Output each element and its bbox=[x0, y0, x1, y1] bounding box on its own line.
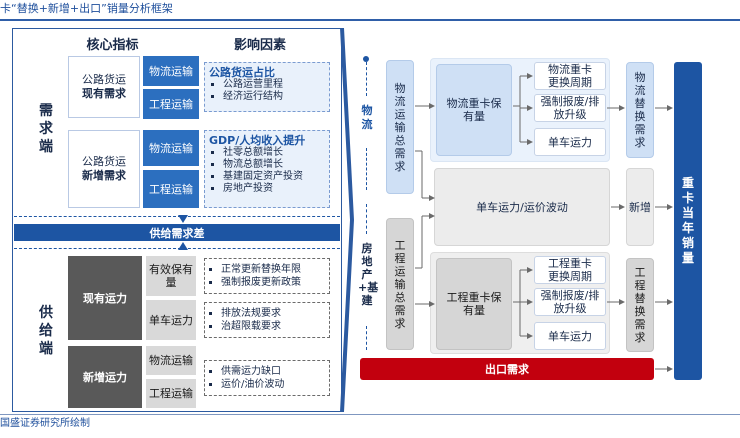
capacity-factor-item: 治超限载要求 bbox=[221, 320, 327, 333]
title-rule bbox=[0, 19, 740, 21]
side-line-bottom-a bbox=[366, 204, 368, 234]
side-dot bbox=[363, 56, 369, 62]
header-factor: 影响因素 bbox=[233, 38, 286, 53]
side-label-logistics: 物流 bbox=[361, 104, 373, 131]
supply-demand-gap-bar: 供给需求差 bbox=[14, 224, 340, 241]
factor-bottom-item: 社零总额增长 bbox=[223, 147, 325, 159]
fleet-factor-item: 强制报废更新政策 bbox=[221, 276, 327, 289]
logistics-total-demand-box: 物流运输总需求 bbox=[386, 60, 414, 194]
figure-title: 卡“替换+新增+出口”销量分析框架 bbox=[0, 2, 173, 15]
factor-top-item: 公路运营里程 bbox=[223, 79, 325, 91]
export-demand-bar: 出口需求 bbox=[360, 358, 654, 380]
factor-bottom-item: 房地产投资 bbox=[223, 183, 325, 195]
logistics-scrap-emission: 强制报废/排放升级 bbox=[534, 94, 606, 122]
engineering-total-demand-box: 工程运输总需求 bbox=[386, 218, 414, 350]
existing-demand-line1: 公路货运 bbox=[82, 73, 126, 86]
bottom-rule bbox=[0, 414, 740, 415]
new-demand-result: 新增 bbox=[626, 168, 654, 246]
new-logistics-capacity-cell: 物流运输 bbox=[146, 346, 196, 375]
left-panel bbox=[12, 28, 342, 412]
annual-sales-box: 重卡当年销量 bbox=[674, 62, 702, 380]
engineering-per-truck: 单车运力 bbox=[534, 322, 606, 350]
panel-arrow-icon bbox=[340, 28, 354, 412]
gap-divider-top bbox=[14, 216, 340, 217]
per-truck-capacity-cell: 单车运力 bbox=[146, 300, 196, 340]
new-capacity-factor-item: 运价/油价波动 bbox=[221, 378, 327, 391]
factor-top-heading: 公路货运占比 bbox=[209, 66, 275, 79]
new-engineering-cell: 工程运输 bbox=[143, 170, 199, 208]
new-capacity-factor-item: 供需运力缺口 bbox=[221, 365, 327, 378]
new-capacity-factor-box: 供需运力缺口 运价/油价波动 bbox=[204, 360, 330, 396]
existing-engineering-cell: 工程运输 bbox=[143, 89, 199, 119]
new-demand-line2: 新增需求 bbox=[82, 169, 126, 182]
supply-side-label: 供给端 bbox=[39, 305, 53, 357]
source-note: 国盛证券研究所绘制 bbox=[0, 418, 90, 429]
fleet-factor-box: 正常更新替换年限 强制报废更新政策 bbox=[204, 258, 330, 294]
existing-demand-line2: 现有需求 bbox=[82, 87, 126, 100]
gap-divider-bottom bbox=[14, 248, 340, 249]
factor-bottom-item: 物流总额增长 bbox=[223, 159, 325, 171]
existing-capacity-box: 现有运力 bbox=[68, 256, 142, 340]
capacity-factor-box: 排放法规要求 治超限载要求 bbox=[204, 302, 330, 338]
engineering-replacement-cycle: 工程重卡更换周期 bbox=[534, 256, 606, 284]
engineering-replacement-demand: 工程替换需求 bbox=[626, 258, 654, 352]
factor-bottom-item: 基建固定资产投资 bbox=[223, 171, 325, 183]
side-line-top-b bbox=[366, 148, 368, 190]
existing-demand-box: 公路货运 现有需求 bbox=[68, 56, 140, 118]
arrow-up-icon bbox=[178, 242, 188, 250]
factor-box-top: 公路货运占比 公路运营里程 经济运行结构 bbox=[204, 62, 330, 112]
logistics-replacement-demand: 物流替换需求 bbox=[626, 62, 654, 158]
header-core: 核心指标 bbox=[86, 38, 139, 53]
logistics-fleet-box: 物流重卡保有量 bbox=[436, 64, 512, 156]
side-label-realestate: 房地产+基建 bbox=[358, 242, 379, 307]
new-engineering-capacity-cell: 工程运输 bbox=[146, 379, 196, 408]
new-logistics-cell: 物流运输 bbox=[143, 130, 199, 166]
factor-top-item: 经济运行结构 bbox=[223, 91, 325, 103]
side-line-bottom-b bbox=[366, 326, 368, 350]
logistics-replacement-cycle: 物流重卡更换周期 bbox=[534, 62, 606, 90]
new-demand-box: 公路货运 新增需求 bbox=[68, 130, 140, 208]
new-capacity-box: 新增运力 bbox=[68, 346, 142, 408]
new-demand-line1: 公路货运 bbox=[82, 155, 126, 168]
engineering-fleet-box: 工程重卡保有量 bbox=[436, 258, 512, 350]
fleet-factor-item: 正常更新替换年限 bbox=[221, 263, 327, 276]
factor-bottom-heading: GDP/人均收入提升 bbox=[209, 134, 306, 147]
factor-box-bottom: GDP/人均收入提升 社零总额增长 物流总额增长 基建固定资产投资 房地产投资 bbox=[204, 130, 330, 208]
engineering-scrap-emission: 强制报废/排放升级 bbox=[534, 288, 606, 316]
capacity-freight-box: 单车运力/运价波动 bbox=[434, 168, 610, 246]
side-line-top-a bbox=[366, 62, 368, 96]
flow-connectors bbox=[415, 73, 673, 372]
demand-side-label: 需求端 bbox=[39, 103, 53, 155]
arrow-down-icon bbox=[178, 215, 188, 223]
existing-logistics-cell: 物流运输 bbox=[143, 56, 199, 86]
capacity-factor-item: 排放法规要求 bbox=[221, 307, 327, 320]
effective-fleet-cell: 有效保有量 bbox=[146, 256, 196, 296]
logistics-per-truck: 单车运力 bbox=[534, 128, 606, 156]
